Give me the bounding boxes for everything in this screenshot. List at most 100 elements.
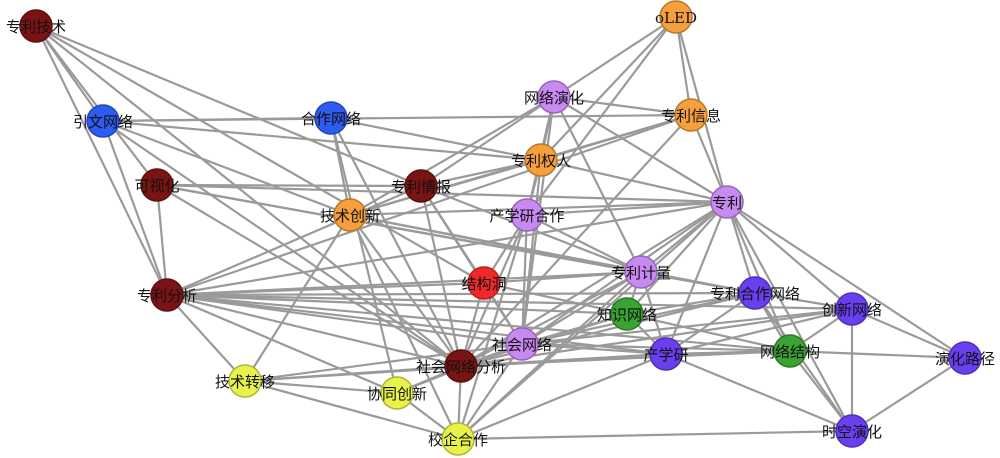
edge-wangluo-yanhua-to-zhuanli bbox=[552, 95, 729, 204]
edge-oled-to-zhuanli-quanren bbox=[539, 15, 678, 162]
node-chanxueyan[interactable] bbox=[649, 337, 683, 371]
edge-keshihua-to-zhuanli-fenxi bbox=[155, 183, 169, 297]
node-zhuanli-fenxi[interactable] bbox=[150, 278, 184, 312]
edge-zhuanli-to-zhishi-wangluo bbox=[625, 200, 729, 316]
edge-chanxueyan-to-xiaoqi-hezuo bbox=[456, 352, 668, 441]
node-label-zhuanli-qingbao: 专利情报 bbox=[391, 178, 451, 196]
edge-zhishi-wangluo-to-wangluo-jiegou bbox=[625, 312, 792, 353]
node-keshihua[interactable] bbox=[140, 168, 174, 202]
node-chanxueyan-hezuo[interactable] bbox=[510, 198, 544, 232]
node-chuangxin-wangluo[interactable] bbox=[835, 292, 869, 326]
edge-zhuanli-fenxi-to-jiegoudong bbox=[165, 281, 486, 297]
edge-zhuanli-jiliang-to-shehui-wangluo bbox=[520, 270, 643, 346]
node-label-wangluo-yanhua: 网络演化 bbox=[524, 89, 584, 107]
edge-zhuanli-hezuo-wangluo-to-zhishi-wangluo bbox=[625, 291, 757, 316]
edge-jiegoudong-to-zhishi-wangluo bbox=[482, 281, 629, 316]
node-zhishi-wangluo[interactable] bbox=[610, 297, 644, 331]
edge-oled-to-wangluo-yanhua bbox=[552, 15, 678, 99]
node-label-chanxueyan-hezuo: 产学研合作 bbox=[489, 207, 564, 225]
edge-zhuanli-jishu-to-jiegoudong bbox=[34, 24, 486, 285]
edge-zhuanli-jiliang-to-zhuanli-hezuo-wangluo bbox=[639, 270, 757, 295]
edge-hezuo-wangluo-to-xietong-chuangxin bbox=[329, 116, 399, 395]
node-label-chuangxin-wangluo: 创新网络 bbox=[822, 301, 882, 319]
edge-zhuanli-to-yanhua-lujing bbox=[725, 200, 967, 360]
edge-zhuanli-qingbao-to-zhuanli-fenxi bbox=[165, 184, 423, 297]
node-xietong-chuangxin[interactable] bbox=[380, 376, 414, 410]
edge-hezuo-wangluo-to-zhuanli-quanren bbox=[329, 116, 543, 162]
edge-shehui-wangluo-to-xiaoqi-hezuo bbox=[456, 342, 524, 441]
edge-yinwen-wangluo-to-zhuanli-xinxi bbox=[101, 113, 693, 123]
edge-zhuanli-qingbao-to-shehui-wangluo-fenxi bbox=[419, 184, 463, 368]
edge-zhuanli-fenxi-to-xietong-chuangxin bbox=[165, 293, 399, 395]
node-zhuanli-jishu[interactable] bbox=[19, 9, 53, 43]
edge-chuangxin-wangluo-to-chanxueyan bbox=[664, 307, 854, 356]
node-zhuanli-xinxi[interactable] bbox=[674, 98, 708, 132]
node-label-jishu-zhuanyi: 技术转移 bbox=[215, 373, 275, 391]
edge-zhuanli-fenxi-to-wangluo-jiegou bbox=[165, 293, 792, 353]
edge-zhuanli-fenxi-to-chanxueyan bbox=[165, 293, 668, 356]
edge-zhuanli-to-chuangxin-wangluo bbox=[725, 200, 854, 311]
node-yinwen-wangluo[interactable] bbox=[86, 104, 120, 138]
node-label-yinwen-wangluo: 引文网络 bbox=[73, 113, 133, 131]
node-zhuanli[interactable] bbox=[710, 185, 744, 219]
edge-zhuanli-fenxi-to-jishu-zhuanyi bbox=[165, 293, 247, 383]
node-wangluo-jiegou[interactable] bbox=[773, 334, 807, 368]
edge-zhuanli-fenxi-to-shehui-wangluo-fenxi bbox=[165, 293, 463, 368]
node-label-shehui-wangluo: 社会网络 bbox=[492, 336, 552, 354]
node-yanhua-lujing[interactable] bbox=[948, 341, 982, 375]
node-label-zhishi-wangluo: 知识网络 bbox=[597, 306, 657, 324]
edge-zhuanli-fenxi-to-zhuanli-xinxi bbox=[165, 113, 693, 297]
edge-zhuanli-fenxi-to-zhuanli-hezuo-wangluo bbox=[165, 291, 757, 297]
node-layer bbox=[19, 0, 982, 456]
node-label-zhuanli-quanren: 专利权人 bbox=[511, 152, 571, 170]
edge-jishu-chuangxin-to-shehui-wangluo-fenxi bbox=[348, 213, 463, 368]
node-label-chanxueyan: 产学研 bbox=[643, 346, 688, 364]
edge-wangluo-jiegou-to-shikong-yanhua bbox=[788, 349, 854, 433]
edge-zhuanli-to-zhuanli-fenxi bbox=[165, 200, 729, 297]
node-label-jiegoudong: 结构洞 bbox=[461, 275, 506, 293]
edge-zhuanli-fenxi-to-chuangxin-wangluo bbox=[165, 293, 854, 311]
node-label-xiaoqi-hezuo: 校企合作 bbox=[428, 431, 488, 449]
node-jiegoudong[interactable] bbox=[467, 266, 501, 300]
node-jishu-chuangxin[interactable] bbox=[333, 198, 367, 232]
node-shikong-yanhua[interactable] bbox=[835, 414, 869, 448]
node-zhuanli-hezuo-wangluo[interactable] bbox=[738, 276, 772, 310]
edge-chanxueyan-hezuo-to-zhuanli bbox=[525, 200, 729, 217]
edge-zhuanli-quanren-to-shehui-wangluo bbox=[520, 158, 543, 346]
edge-yinwen-wangluo-to-jishu-chuangxin bbox=[101, 119, 352, 217]
edge-chanxueyan-hezuo-to-zhuanli-jiliang bbox=[525, 213, 643, 274]
node-xiaoqi-hezuo[interactable] bbox=[441, 422, 475, 456]
node-zhuanli-quanren[interactable] bbox=[524, 143, 558, 177]
edge-chuangxin-wangluo-to-yanhua-lujing bbox=[850, 307, 967, 360]
node-shehui-wangluo-fenxi[interactable] bbox=[444, 349, 478, 383]
edge-zhuanli-jishu-to-zhuanli-fenxi bbox=[34, 24, 169, 297]
edge-zhuanli-jishu-to-zhuanli-qingbao bbox=[34, 24, 423, 188]
node-label-zhuanli-hezuo-wangluo: 专利合作网络 bbox=[710, 285, 800, 303]
edge-layer bbox=[34, 15, 967, 441]
edge-zhuanli-hezuo-wangluo-to-shikong-yanhua bbox=[753, 291, 854, 433]
node-label-xietong-chuangxin: 协同创新 bbox=[367, 385, 427, 403]
node-label-zhuanli-jiliang: 专利计量 bbox=[611, 264, 671, 282]
edge-oled-to-chanxueyan-hezuo bbox=[525, 15, 678, 217]
edge-zhuanli-jiliang-to-xiaoqi-hezuo bbox=[456, 270, 643, 441]
node-jishu-zhuanyi[interactable] bbox=[228, 364, 262, 398]
edge-zhuanli-qingbao-to-wangluo-yanhua bbox=[419, 95, 556, 188]
node-hezuo-wangluo[interactable] bbox=[314, 101, 348, 135]
edge-jishu-chuangxin-to-zhuanli-quanren bbox=[348, 158, 543, 217]
edge-shikong-yanhua-to-xiaoqi-hezuo bbox=[456, 429, 854, 441]
node-shehui-wangluo[interactable] bbox=[505, 327, 539, 361]
edge-wangluo-jiegou-to-shehui-wangluo-fenxi bbox=[459, 349, 792, 368]
node-wangluo-yanhua[interactable] bbox=[537, 80, 571, 114]
node-oled[interactable] bbox=[659, 0, 693, 34]
edge-zhuanli-jishu-to-keshihua bbox=[34, 24, 159, 187]
node-zhuanli-jiliang[interactable] bbox=[624, 255, 658, 289]
node-label-keshihua: 可视化 bbox=[134, 177, 179, 195]
node-zhuanli-qingbao[interactable] bbox=[404, 169, 438, 203]
node-label-jishu-chuangxin: 技术创新 bbox=[320, 207, 380, 225]
edge-zhuanli-jiliang-to-shehui-wangluo-fenxi bbox=[459, 270, 643, 368]
node-label-shikong-yanhua: 时空演化 bbox=[822, 423, 882, 441]
node-label-zhuanli-jishu: 专利技术 bbox=[6, 18, 66, 36]
node-label-zhuanli: 专利 bbox=[712, 194, 742, 212]
edge-jishu-zhuanyi-to-xiaoqi-hezuo bbox=[243, 379, 460, 441]
